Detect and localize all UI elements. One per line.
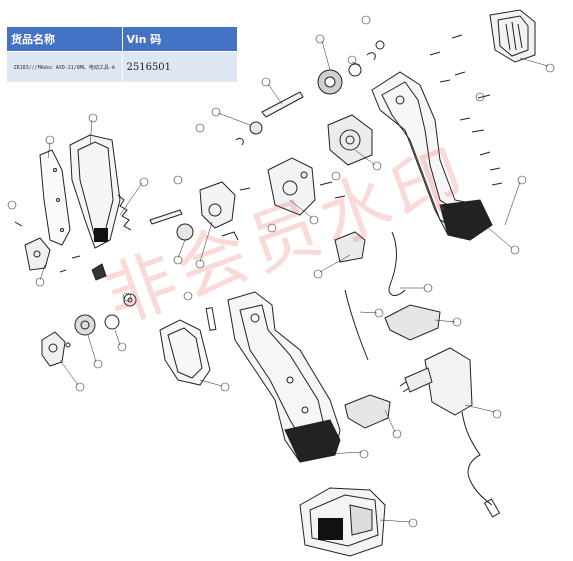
led-board-part: [334, 231, 366, 263]
right-housing-part: [371, 71, 493, 241]
switch-part: [205, 307, 217, 331]
screw-part: [14, 34, 503, 273]
torsion-spring-part: [91, 263, 107, 281]
motor-bracket-part: [41, 331, 71, 367]
leader-lines: [39, 40, 549, 523]
front-housing-part: [267, 157, 316, 216]
bevel-gear-part: [317, 40, 385, 95]
bracket-part: [24, 237, 51, 271]
product-name-header: 货品名称: [6, 26, 123, 52]
spring-part: [117, 194, 132, 231]
rear-cap-part: [489, 9, 536, 63]
drive-assembly-part: [327, 114, 373, 166]
charger-part: [399, 347, 501, 518]
main-housing-part: [227, 291, 341, 463]
product-name-cell: ZR183///MAdoc AXD-21/8ML 电动工具-A: [6, 51, 123, 83]
inner-shell-part: [159, 319, 211, 386]
vin-header: Vin 码: [121, 26, 238, 52]
vin-code-cell: 2516501: [121, 51, 238, 83]
spindle-part: [235, 91, 304, 146]
strap-plate-part: [39, 149, 71, 246]
side-cover-part: [69, 134, 121, 249]
gear-part: [74, 293, 137, 336]
product-info-table: 货品名称 Vin 码 ZR183///MAdoc AXD-21/8ML 电动工具…: [6, 26, 238, 83]
gear-head-part: [199, 181, 236, 229]
trigger-board-part: [344, 304, 441, 429]
battery-pack-part: [299, 487, 386, 557]
wire-part: [344, 231, 406, 361]
